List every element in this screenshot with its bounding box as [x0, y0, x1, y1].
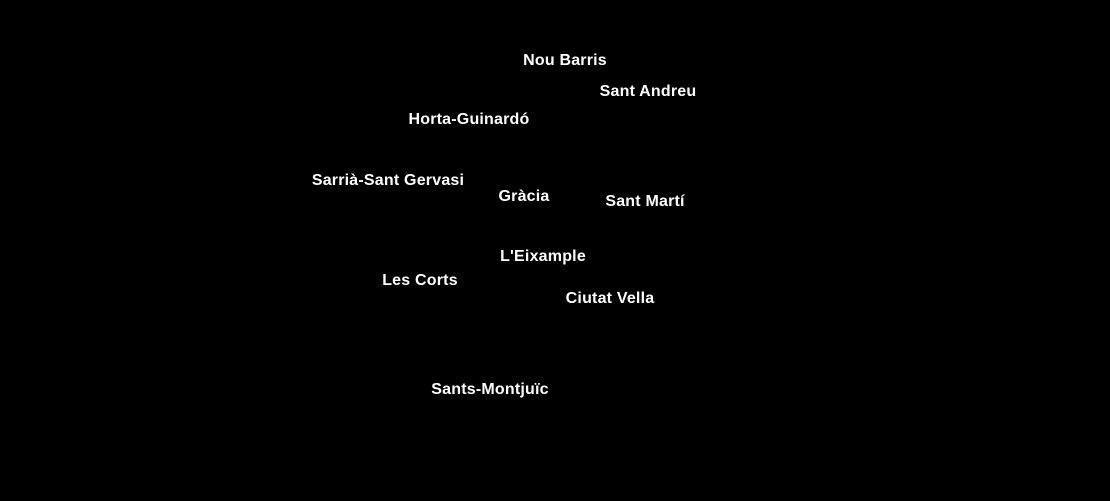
district-label-sarria-sant-gervasi: Sarrià-Sant Gervasi — [310, 171, 465, 190]
district-label-les-corts: Les Corts — [381, 271, 459, 290]
district-label-ciutat-vella: Ciutat Vella — [564, 289, 655, 308]
district-label-nou-barris: Nou Barris — [522, 51, 609, 70]
district-label-sants-montjuic: Sants-Montjuïc — [430, 380, 550, 399]
district-label-sant-andreu: Sant Andreu — [598, 82, 698, 101]
district-label-sant-marti: Sant Martí — [604, 192, 686, 211]
district-label-horta-guinardo: Horta-Guinardó — [407, 110, 531, 129]
district-label-leixample: L'Eixample — [499, 247, 588, 266]
district-label-gracia: Gràcia — [497, 187, 551, 206]
